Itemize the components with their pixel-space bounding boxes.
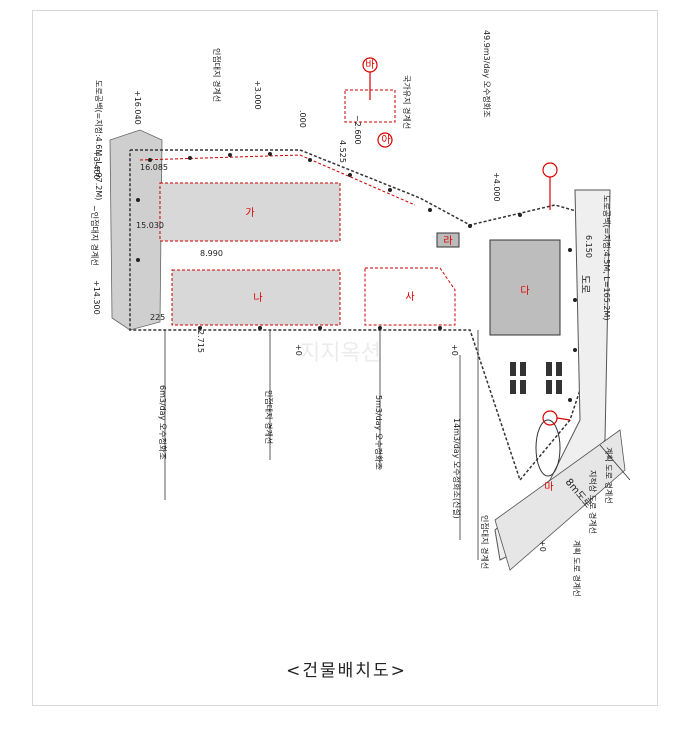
- leader-lines: [164, 330, 631, 560]
- label-border-top1: 인접대지 경계선: [212, 48, 222, 102]
- label-road-planned1: 계획 도로 경계선: [604, 447, 614, 504]
- building-label-ah: 아: [381, 134, 390, 146]
- label-border-national: 국가유지 경계선: [402, 75, 412, 129]
- label-road-name: 도로: [579, 275, 590, 293]
- label-tank-5: 5m3/day 오수정화조: [374, 395, 384, 470]
- building-na: [171, 269, 341, 326]
- label-dim-2715: 2.715: [196, 330, 205, 353]
- label-road-left: 도로공백(=지정:4.6M, L=97.2M): [94, 80, 104, 200]
- label-road-right: 도로공백(=지정:4.5M, L=165.2M): [602, 195, 612, 320]
- label-tank-14: 14m3/day 오수정화조(신설): [452, 418, 462, 519]
- building-ga: [159, 182, 341, 242]
- inner-boundary: [139, 154, 416, 206]
- label-elev-16040: +16.040: [133, 90, 142, 125]
- label-elev-2600: ~2.600: [353, 115, 362, 145]
- label-dim-4525: 4.525: [338, 140, 347, 163]
- label-border-adjacent: 인접대지 경계선: [264, 390, 274, 444]
- building-label-ga: 가: [245, 207, 254, 219]
- label-dim-225: 225: [150, 313, 165, 322]
- label-elev-0a: +0: [294, 344, 303, 356]
- label-elev-000: .000: [298, 110, 307, 128]
- building-label-da: 다: [520, 285, 529, 297]
- building-small: [436, 232, 460, 248]
- road-8m: [494, 429, 626, 571]
- building-label-ba: 바: [365, 59, 374, 71]
- label-elev-13400: +3.400: [92, 150, 101, 180]
- boundary-dots: [136, 152, 577, 402]
- building-label-sa: 사: [405, 291, 414, 303]
- parking-stalls: [510, 362, 562, 394]
- label-elev-14300: +14.300: [92, 280, 101, 315]
- watermark: 지지옥션: [300, 341, 381, 366]
- building-label-na: 나: [253, 292, 262, 304]
- red-markers: [362, 57, 571, 426]
- label-dim-8990: 8.990: [200, 249, 223, 258]
- label-elev-4000: +4.000: [492, 172, 501, 202]
- label-elev-0c: +0: [538, 540, 547, 552]
- pond: [535, 419, 561, 477]
- label-dim-15030: 15.030: [136, 221, 164, 230]
- label-elev-3000: +3.000: [253, 80, 262, 110]
- label-road-cadastral: 지적상 도로 경계선: [588, 470, 598, 534]
- label-road-planned2: 계획 도로 경계선: [572, 540, 582, 597]
- label-elev-0b: +0: [450, 344, 459, 356]
- label-tank-6: 6m3/day 오수정화조: [158, 385, 168, 460]
- caption: <건물배치도>: [286, 661, 407, 681]
- label-border-planned-left: ~인접대지 경계선: [90, 205, 100, 266]
- label-dim-6150: 6.150: [584, 235, 593, 258]
- drawing-frame: [32, 10, 658, 706]
- building-da: [489, 239, 561, 336]
- building-label-ma: 마: [544, 481, 553, 493]
- embankment-left: [109, 129, 163, 331]
- label-dim-16085: 16.085: [140, 163, 168, 172]
- area-outline-sa: [364, 267, 456, 326]
- label-tank-49: 49.9m3/day 오수정화조: [482, 30, 492, 117]
- label-border-adjacent2: 인접대지 경계선: [480, 515, 490, 569]
- building-label-ra: 라: [443, 235, 452, 247]
